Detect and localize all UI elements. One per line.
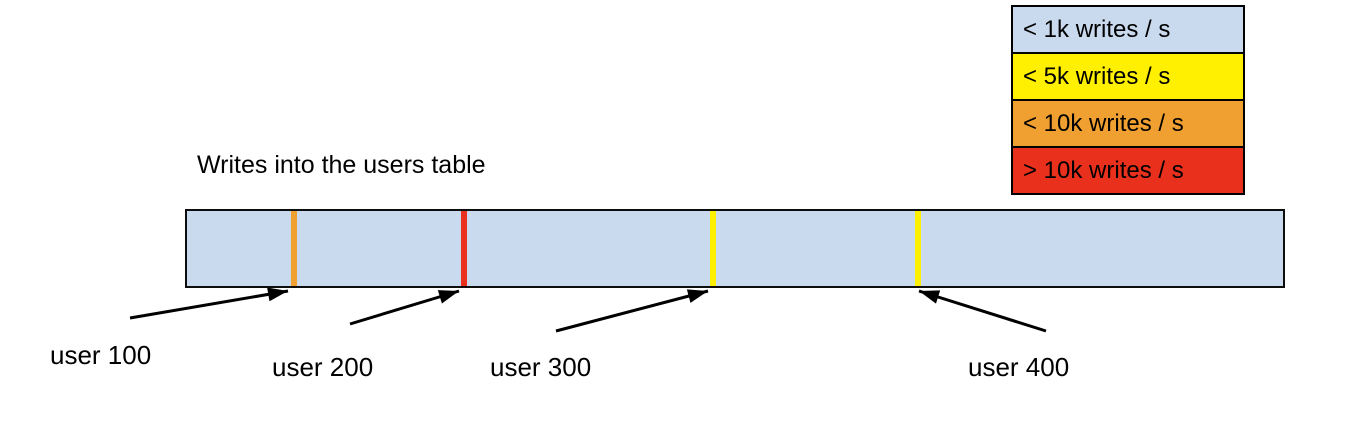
arrow-user-300 [555, 289, 709, 333]
label-user-200: user 200 [272, 352, 374, 382]
diagram-caption: Writes into the users table [197, 151, 486, 179]
arrow-user-200 [349, 289, 460, 326]
range-marker-user-200 [461, 211, 467, 286]
legend-row-0: < 1k writes / s [1013, 7, 1243, 54]
legend-row-label: < 1k writes / s [1023, 15, 1171, 43]
range-marker-user-100 [291, 211, 297, 286]
legend-row-1: < 5k writes / s [1013, 54, 1243, 101]
label-user-300: user 300 [490, 352, 592, 382]
arrow-user-100 [129, 287, 289, 320]
write-rate-legend: < 1k writes / s < 5k writes / s < 10k writ… [1011, 5, 1245, 195]
range-marker-user-400 [915, 211, 921, 286]
users-table-range-bar [185, 209, 1285, 288]
label-user-400: user 400 [968, 352, 1070, 382]
label-user-100: user 100 [50, 340, 152, 370]
legend-row-label: < 5k writes / s [1023, 62, 1171, 90]
legend-row-label: < 10k writes / s [1023, 109, 1184, 137]
range-marker-user-300 [710, 211, 716, 286]
legend-row-2: < 10k writes / s [1013, 101, 1243, 148]
arrow-user-400 [918, 289, 1047, 333]
legend-row-3: > 10k writes / s [1013, 148, 1243, 195]
legend-row-label: > 10k writes / s [1023, 156, 1184, 184]
